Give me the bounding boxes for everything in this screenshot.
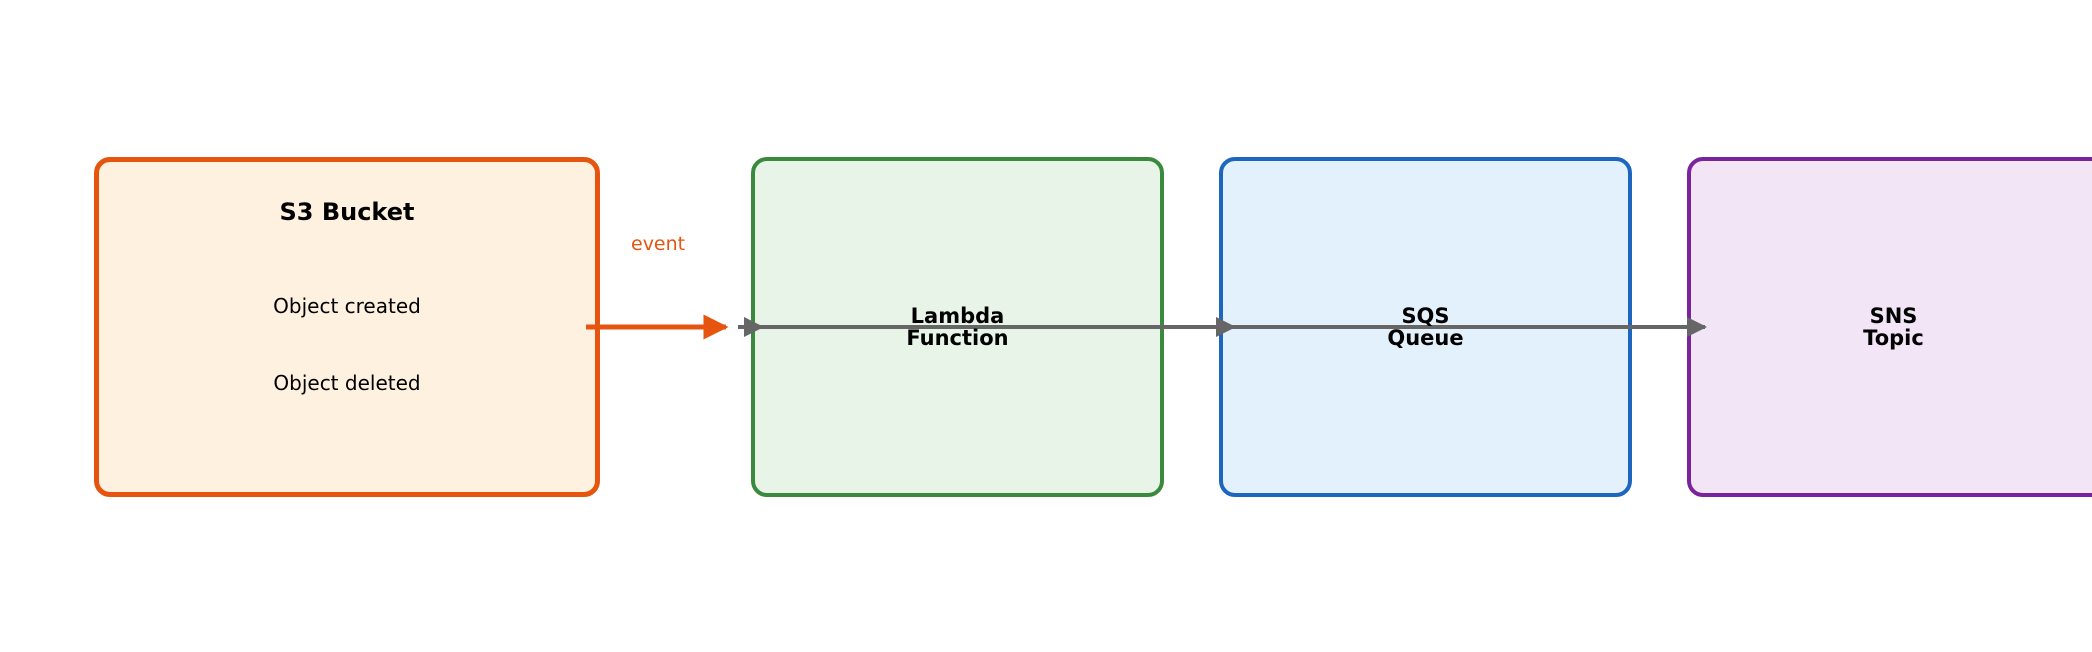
sns-topic-box (1687, 157, 2092, 497)
sqs-label-line2: Queue (1387, 326, 1464, 350)
s3-bucket-box (94, 157, 600, 497)
s3-event-object-created: Object created (273, 294, 421, 318)
sqs-label-line1: SQS (1401, 304, 1450, 328)
s3-event-object-deleted: Object deleted (273, 371, 421, 395)
s3-bucket-title: S3 Bucket (279, 198, 415, 226)
sns-label-line2: Topic (1863, 326, 1924, 350)
sns-topic-label: SNS Topic (1687, 305, 2092, 349)
sns-label-line1: SNS (1869, 304, 1918, 328)
event-label: event (631, 233, 686, 255)
lambda-label-line2: Function (906, 326, 1009, 350)
lambda-label-line1: Lambda (910, 304, 1005, 328)
lambda-function-label: Lambda Function (751, 305, 1164, 349)
sqs-queue-label: SQS Queue (1219, 305, 1632, 349)
